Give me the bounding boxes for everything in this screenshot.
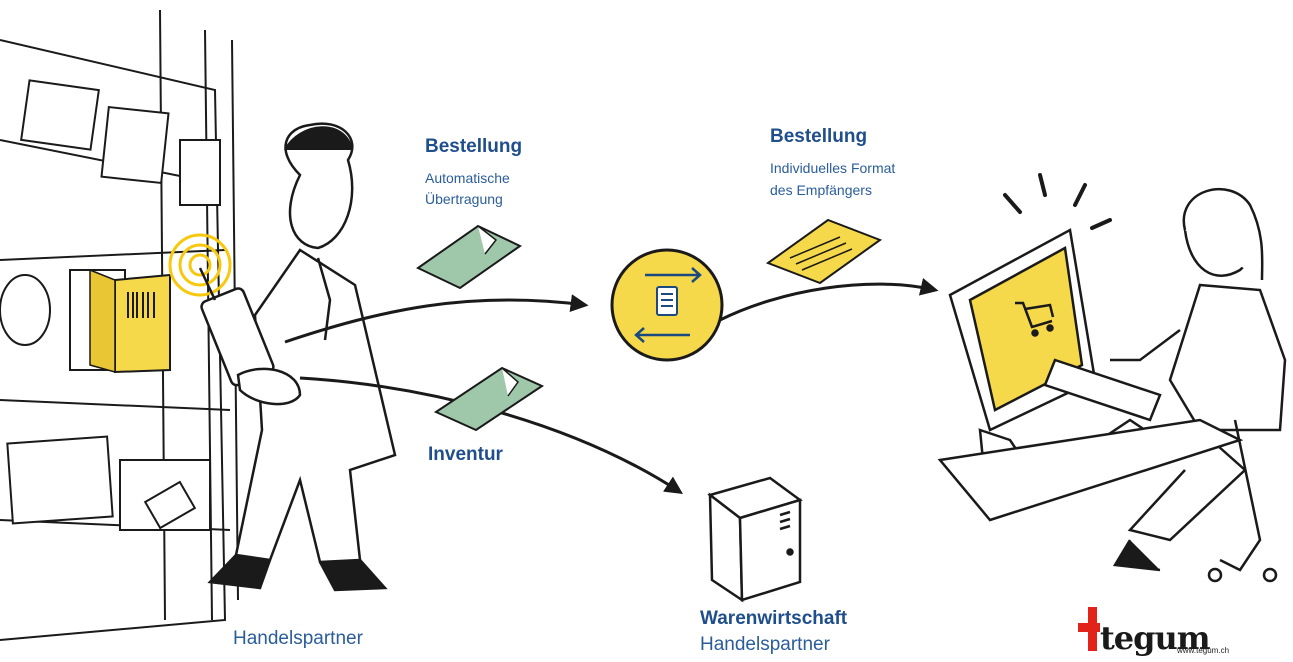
woman-at-computer [937,188,1287,583]
erp-title: Warenwirtschaft [700,608,848,629]
order-format-title: Bestellung [770,126,868,147]
man-scanning-figure [198,122,397,592]
scan-signal-icon [168,233,232,297]
inventory-title: Inventur [428,444,503,465]
order-auto-sub1: Automatische [425,170,510,186]
tegum-logo-mark [1078,607,1100,651]
partner-left-label: Handelspartner [233,628,363,649]
shopping-cart-icon [1015,301,1055,337]
conversion-hub-icon [610,248,724,362]
tegum-logo-wordmark: tegum [1100,619,1211,657]
order-format-sub1: Individuelles Format [770,160,896,176]
barcode-box [89,268,171,374]
erp-sub: Handelspartner [700,634,830,655]
alert-lines-icon [1003,173,1112,230]
flow-arrows [284,277,939,494]
tegum-logo-url: www.tegum.ch [1177,646,1230,655]
document-green-2 [433,366,545,432]
document-yellow [765,218,883,285]
order-auto-title: Bestellung [425,136,523,157]
order-format-sub2: des Empfängers [770,182,872,198]
server-tower-icon [707,476,803,603]
document-green-1 [416,224,522,290]
order-auto-sub2: Übertragung [425,191,503,207]
